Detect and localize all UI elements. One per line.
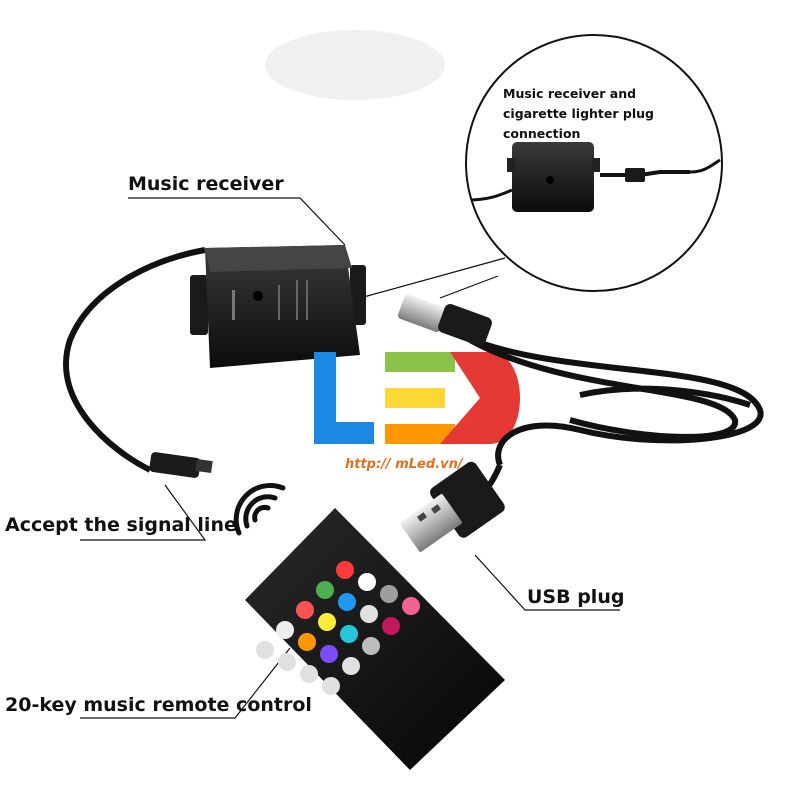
remote-key bbox=[360, 605, 378, 623]
led-logo bbox=[314, 352, 520, 444]
pointer-lines bbox=[80, 197, 620, 719]
remote-key bbox=[298, 633, 316, 651]
inset-circle bbox=[465, 34, 723, 292]
remote-key bbox=[342, 657, 360, 675]
remote-buttons bbox=[256, 561, 420, 695]
remote-control-label: 20-key music remote control bbox=[5, 694, 312, 716]
watermark-url-text: http:// mLed.vn/ bbox=[345, 457, 463, 472]
remote-key bbox=[320, 645, 338, 663]
remote-key bbox=[300, 665, 318, 683]
remote-key bbox=[316, 581, 334, 599]
usb-plug-device bbox=[400, 461, 505, 552]
usb-plug-label: USB plug bbox=[527, 586, 625, 608]
remote-key bbox=[276, 621, 294, 639]
remote-key bbox=[402, 597, 420, 615]
remote-key bbox=[322, 677, 340, 695]
remote-key bbox=[338, 593, 356, 611]
remote-key bbox=[336, 561, 354, 579]
dc-plug bbox=[398, 294, 492, 346]
remote-control-device bbox=[245, 508, 505, 770]
remote-key bbox=[340, 625, 358, 643]
remote-key bbox=[296, 601, 314, 619]
remote-key bbox=[382, 617, 400, 635]
inset-receiver-box bbox=[512, 142, 594, 212]
accept-signal-label: Accept the signal line bbox=[5, 514, 237, 536]
remote-key bbox=[380, 585, 398, 603]
remote-key bbox=[256, 641, 274, 659]
music-receiver-label: Music receiver bbox=[128, 173, 284, 195]
remote-key bbox=[358, 573, 376, 591]
remote-key bbox=[362, 637, 380, 655]
inset-caption-label: Music receiver and cigarette lighter plu… bbox=[503, 86, 654, 141]
wireless-signal-icon bbox=[233, 483, 286, 536]
music-receiver-device bbox=[63, 245, 366, 478]
remote-key bbox=[318, 613, 336, 631]
remote-key bbox=[278, 653, 296, 671]
faint-watermark bbox=[265, 30, 445, 100]
